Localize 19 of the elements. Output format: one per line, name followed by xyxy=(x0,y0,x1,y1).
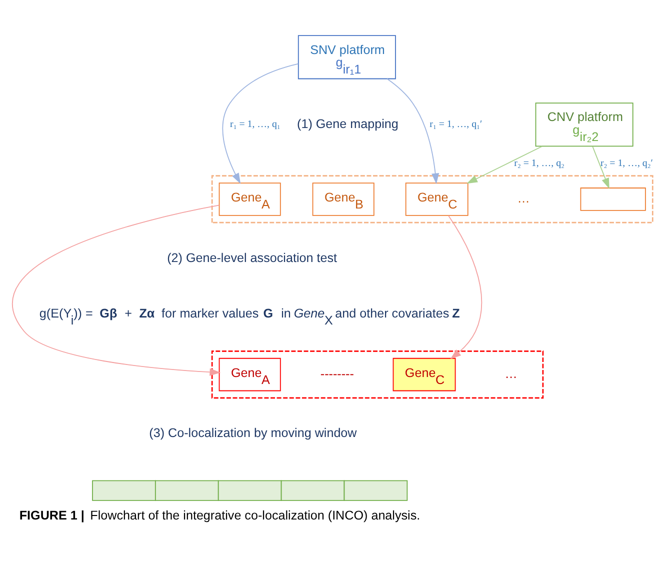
label: (1) Gene mapping xyxy=(297,116,398,130)
edge-label: r₂ = 1, …, q₂′ xyxy=(600,157,653,168)
label: … xyxy=(517,191,530,206)
arrow xyxy=(448,214,482,359)
arrow xyxy=(12,204,221,376)
edge-label: r₁ = 1, …, q₁ xyxy=(230,118,280,130)
label: (2) Gene-level association test xyxy=(167,250,338,264)
edge-label: r₂ = 1, …, q₂ xyxy=(514,157,564,168)
label: -------- xyxy=(320,366,354,380)
label: … xyxy=(504,366,518,380)
label: (3) Co-localization by moving window xyxy=(149,426,357,440)
cluster xyxy=(211,350,544,398)
arrow xyxy=(466,145,542,184)
node-box xyxy=(580,187,646,210)
edge-label: r₁ = 1, …, q₁′ xyxy=(430,118,482,130)
arrow xyxy=(592,146,610,188)
caption: FIGURE 1 | Flowchart of the integrative co-localization (INCO) analysis. xyxy=(19,508,420,522)
arrow xyxy=(222,62,299,184)
arrow xyxy=(386,78,440,184)
